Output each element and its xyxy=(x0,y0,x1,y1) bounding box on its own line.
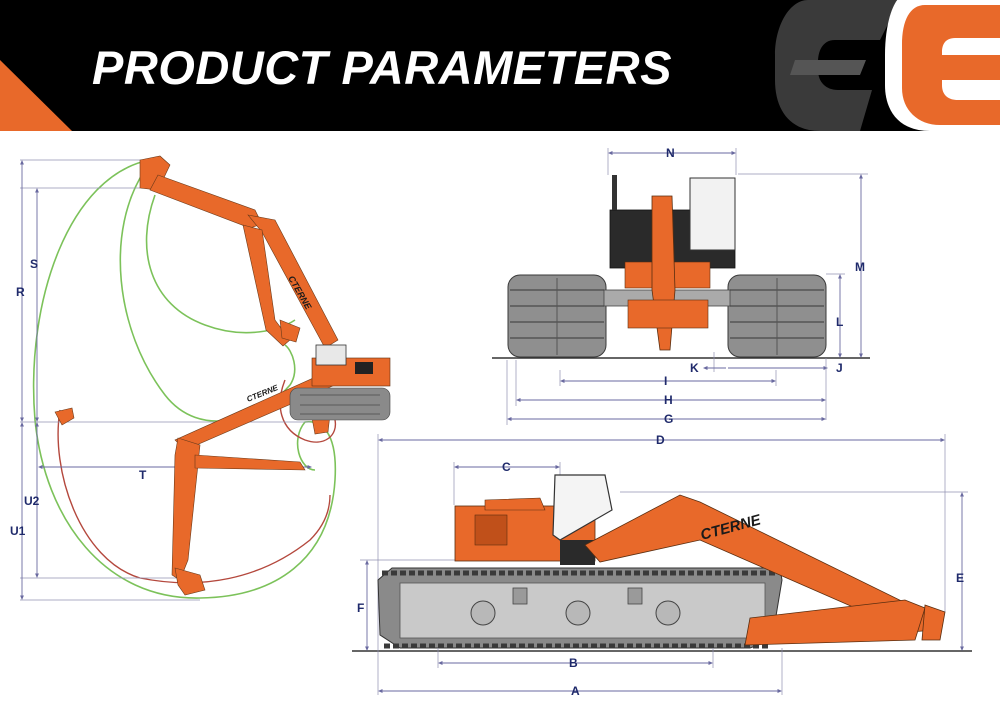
label-B: B xyxy=(569,656,578,670)
label-M: M xyxy=(855,260,865,274)
left-pontoon xyxy=(507,274,607,358)
header-decoration xyxy=(0,0,1000,131)
label-K: K xyxy=(690,361,699,375)
label-R: R xyxy=(16,285,25,299)
brand-e-logo-icon xyxy=(775,0,1000,131)
side-view: D C E F xyxy=(352,433,972,698)
right-pontoon xyxy=(727,274,827,358)
label-G: G xyxy=(664,412,673,426)
label-T: T xyxy=(139,468,147,482)
label-U2: U2 xyxy=(24,494,40,508)
front-view: N M L xyxy=(492,146,870,426)
header-bar: PRODUCT PARAMETERS xyxy=(0,0,1000,131)
page-title: PRODUCT PARAMETERS xyxy=(92,41,672,94)
label-S: S xyxy=(30,257,38,271)
orange-corner-triangle xyxy=(0,60,72,131)
side-pontoon xyxy=(377,567,783,649)
label-E: E xyxy=(956,571,964,585)
label-H: H xyxy=(664,393,673,407)
excavator-arm-raised xyxy=(139,155,339,349)
label-N: N xyxy=(666,146,675,160)
reach-envelope-inner-upper xyxy=(119,169,296,422)
reach-envelope-outer xyxy=(32,159,337,599)
front-cab xyxy=(689,177,736,251)
label-D: D xyxy=(656,433,665,447)
label-U1: U1 xyxy=(10,524,26,538)
label-J: J xyxy=(836,361,843,375)
working-range-view: S R T U2 U1 CTERNE CTERNE xyxy=(10,155,391,601)
label-I: I xyxy=(664,374,667,388)
label-C: C xyxy=(502,460,511,474)
side-boom xyxy=(584,494,946,646)
label-F: F xyxy=(357,601,364,615)
excavator-body-small xyxy=(289,344,391,421)
bucket-far-icon xyxy=(54,407,75,426)
excavator-arm-lowered xyxy=(171,374,336,596)
label-L: L xyxy=(836,315,843,329)
side-upper-body xyxy=(454,474,613,565)
label-A: A xyxy=(571,684,580,698)
